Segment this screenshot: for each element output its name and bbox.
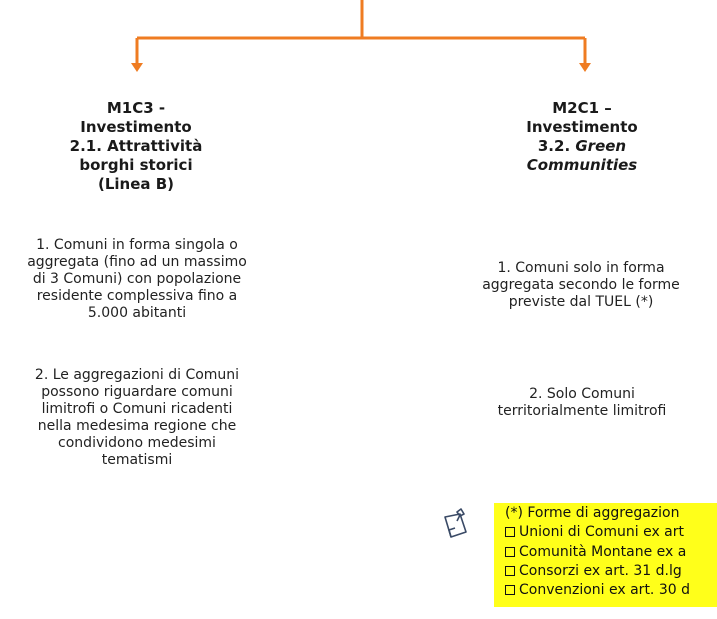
note-item-text: Comunità Montane ex a [519, 543, 687, 560]
note-heading: (*) Forme di aggregazion [505, 505, 680, 521]
left-title-line: Investimento [80, 118, 192, 136]
note-item-text: Convenzioni ex art. 30 d [519, 582, 690, 599]
checkbox-bullet-icon [505, 585, 515, 596]
note-item: Unioni di Comuni ex art [505, 523, 717, 542]
right-arrowhead [579, 63, 591, 72]
right-title-line: Investimento [526, 118, 638, 136]
right-title-italic: Communities [526, 156, 638, 174]
left-title-line: borghi storici [79, 156, 193, 174]
note-pin-icon [444, 508, 467, 538]
left-paragraph-1: 1. Comuni in forma singola o aggregata (… [27, 237, 247, 321]
checkbox-bullet-icon [505, 527, 515, 538]
note-item: Convenzioni ex art. 30 d [505, 581, 717, 600]
right-paragraph-1: 1. Comuni solo in forma aggregata second… [482, 260, 680, 310]
left-title-line: (Linea B) [97, 175, 175, 193]
left-column-title: M1C3 - Investimento 2.1. Attrattività bo… [36, 99, 236, 194]
right-title-italic: Green [575, 137, 627, 155]
left-arrowhead [131, 63, 143, 72]
note-item-text: Unioni di Comuni ex art [519, 524, 685, 541]
right-paragraph-2: 2. Solo Comuni territorialmente limitrof… [497, 386, 667, 419]
right-title-line: 3.2. Green [480, 137, 684, 156]
left-title-line: 2.1. Attrattività [69, 137, 203, 155]
right-title-line: M2C1 – [552, 99, 612, 117]
note-item-text: Consorzi ex art. 31 d.lg [519, 562, 682, 579]
aggregation-forms-note: (*) Forme di aggregazion Unioni di Comun… [494, 503, 717, 607]
checkbox-bullet-icon [505, 546, 515, 557]
right-title-plain: 3.2. [537, 137, 576, 155]
right-title-line: Communities [480, 156, 684, 175]
note-item: Comunità Montane ex a [505, 543, 717, 562]
checkbox-bullet-icon [505, 565, 515, 576]
left-title-line: M1C3 - [106, 99, 166, 117]
note-item: Consorzi ex art. 31 d.lg [505, 562, 717, 581]
left-paragraph-2: 2. Le aggregazioni di Comuni possono rig… [34, 367, 240, 468]
right-column-title: M2C1 – Investimento 3.2. Green Communiti… [480, 99, 684, 175]
